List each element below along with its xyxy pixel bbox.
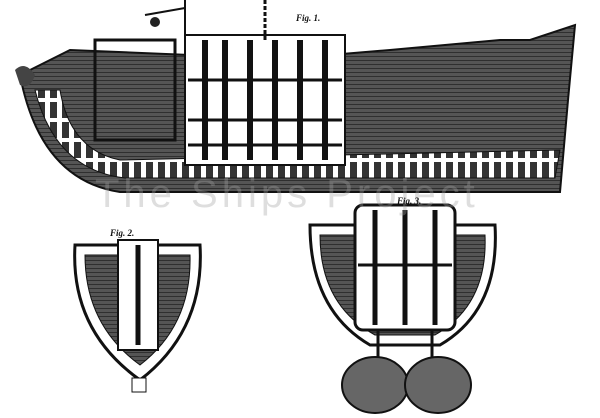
fig1-label: Fig. 1. bbox=[296, 13, 321, 23]
fig2-label: Fig. 2. bbox=[110, 228, 135, 238]
fig3-label: Fig. 3. bbox=[397, 196, 422, 206]
fig3-cross-section bbox=[308, 203, 497, 414]
fig1-longitudinal-section bbox=[15, 0, 577, 193]
cargo-frame bbox=[184, 34, 346, 166]
watermark: The Ships Project bbox=[95, 172, 479, 216]
rock-weight bbox=[404, 356, 472, 414]
rock-weight bbox=[341, 356, 409, 414]
figurehead bbox=[15, 66, 35, 87]
fig2-cross-section bbox=[73, 239, 202, 393]
